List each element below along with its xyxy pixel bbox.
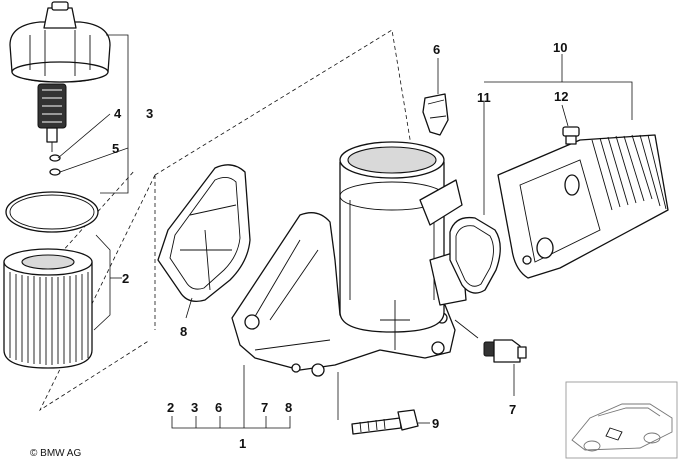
- group-callout-2: 2: [167, 400, 174, 415]
- group-callout-8: 8: [285, 400, 292, 415]
- group-callout-3: 3: [191, 400, 198, 415]
- dashed-guide: [27, 169, 136, 291]
- copyright-notice: © BMW AG: [30, 448, 81, 459]
- cooler-gasket-11: [449, 216, 501, 294]
- callout-10: 10: [553, 40, 567, 55]
- filter-cap-part: [9, 1, 111, 152]
- bolt-9: [351, 409, 419, 435]
- callout-12: 12: [554, 89, 568, 104]
- callout-6-top: 6: [433, 42, 440, 57]
- oil-filter-element: [3, 248, 93, 369]
- callout-5: 5: [112, 141, 119, 156]
- callout-11: 11: [477, 90, 491, 105]
- clip-6: [422, 93, 449, 136]
- callout-9: 9: [432, 416, 439, 431]
- oil-cooler-10: [497, 134, 669, 279]
- callout-8-left: 8: [180, 324, 187, 339]
- housing-gasket-8: [157, 164, 251, 303]
- oil-pressure-sensor-7: [483, 339, 527, 363]
- callout-2-right: 2: [122, 271, 129, 286]
- oil-filter-housing: [231, 141, 467, 377]
- group-callout-6: 6: [215, 400, 222, 415]
- seal-ring-4: [49, 154, 61, 162]
- gasket-ring: [5, 191, 99, 233]
- callout-1: 1: [239, 436, 246, 451]
- car-location-thumbnail: [565, 381, 678, 459]
- callout-7-right: 7: [509, 402, 516, 417]
- seal-ring-5: [49, 168, 61, 176]
- callout-4: 4: [114, 106, 122, 121]
- group-callout-7: 7: [261, 400, 268, 415]
- callout-3: 3: [146, 106, 153, 121]
- bolt-12: [562, 126, 580, 145]
